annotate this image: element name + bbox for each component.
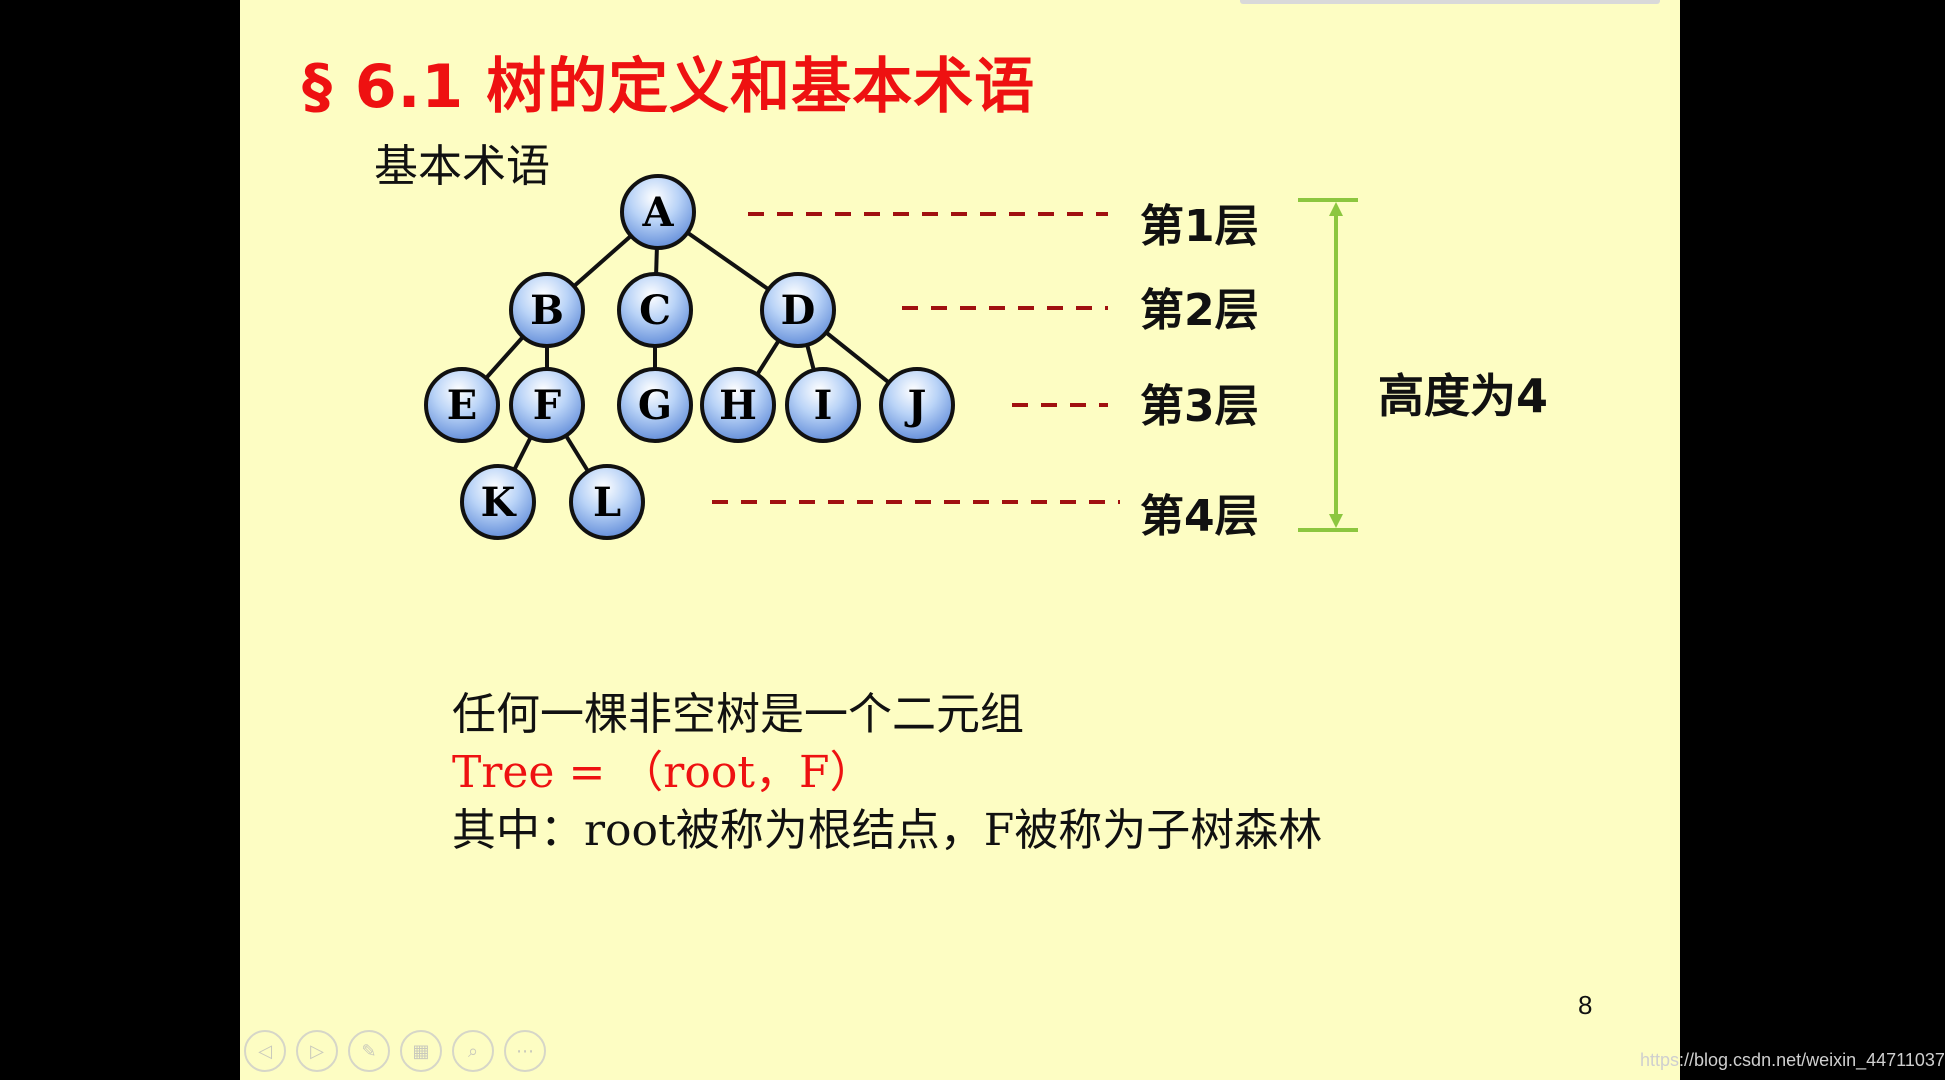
tree-edges xyxy=(460,210,919,504)
layer-label-2: 第2层 xyxy=(1140,285,1259,336)
node-j: J xyxy=(879,367,955,443)
svg-text:B: B xyxy=(530,287,564,334)
slides-overview-icon[interactable]: ▦ xyxy=(400,1030,442,1072)
explanation-line: 其中：root被称为根结点，F被称为子树森林 xyxy=(452,805,1323,856)
node-l: L xyxy=(569,464,645,540)
tree-nodes: A B C D E F G H I J K L xyxy=(424,174,955,540)
definition-line: 任何一棵非空树是一个二元组 xyxy=(452,689,1024,740)
svg-text:D: D xyxy=(781,287,816,334)
prev-slide-icon[interactable]: ◁ xyxy=(244,1030,286,1072)
slideshow-controls: ◁ ▷ ✎ ▦ ⌕ ⋯ xyxy=(244,1030,546,1072)
more-options-icon[interactable]: ⋯ xyxy=(504,1030,546,1072)
svg-text:A: A xyxy=(641,189,674,236)
layer-label-4: 第4层 xyxy=(1140,491,1259,542)
node-c: C xyxy=(617,272,693,348)
top-strip xyxy=(1240,0,1660,4)
svg-text:F: F xyxy=(533,382,561,429)
zoom-icon[interactable]: ⌕ xyxy=(452,1030,494,1072)
tree-diagram: A B C D E F G H I J K L xyxy=(424,174,1358,540)
node-k: K xyxy=(460,464,536,540)
slide-title: § 6.1 树的定义和基本术语 xyxy=(302,52,1036,122)
svg-text:H: H xyxy=(719,382,757,429)
layer-label-1: 第1层 xyxy=(1140,201,1259,252)
node-d: D xyxy=(760,272,836,348)
node-g: G xyxy=(617,367,693,443)
next-slide-icon[interactable]: ▷ xyxy=(296,1030,338,1072)
node-i: I xyxy=(785,367,861,443)
svg-text:I: I xyxy=(814,382,833,429)
node-b: B xyxy=(509,272,585,348)
svg-text:K: K xyxy=(481,479,517,526)
svg-text:L: L xyxy=(593,479,621,526)
svg-text:G: G xyxy=(638,382,672,429)
tree-tuple-line: Tree = （root，F） xyxy=(452,747,874,798)
node-a: A xyxy=(620,174,696,250)
page-number: 8 xyxy=(1578,990,1593,1020)
pen-icon[interactable]: ✎ xyxy=(348,1030,390,1072)
svg-text:C: C xyxy=(639,287,671,334)
svg-text:E: E xyxy=(447,382,478,429)
height-arrow xyxy=(1298,198,1358,532)
node-e: E xyxy=(424,367,500,443)
height-label: 高度为4 xyxy=(1378,369,1549,423)
layer-label-3: 第3层 xyxy=(1140,381,1259,432)
slide-subtitle: 基本术语 xyxy=(374,141,550,192)
node-h: H xyxy=(700,367,776,443)
svg-text:J: J xyxy=(905,382,927,429)
node-f: F xyxy=(509,367,585,443)
watermark: https://blog.csdn.net/weixin_44711037 xyxy=(1640,1050,1945,1070)
layer-dashed-lines xyxy=(712,212,1120,504)
slide: § 6.1 树的定义和基本术语 基本术语 A B C xyxy=(240,0,1680,1080)
